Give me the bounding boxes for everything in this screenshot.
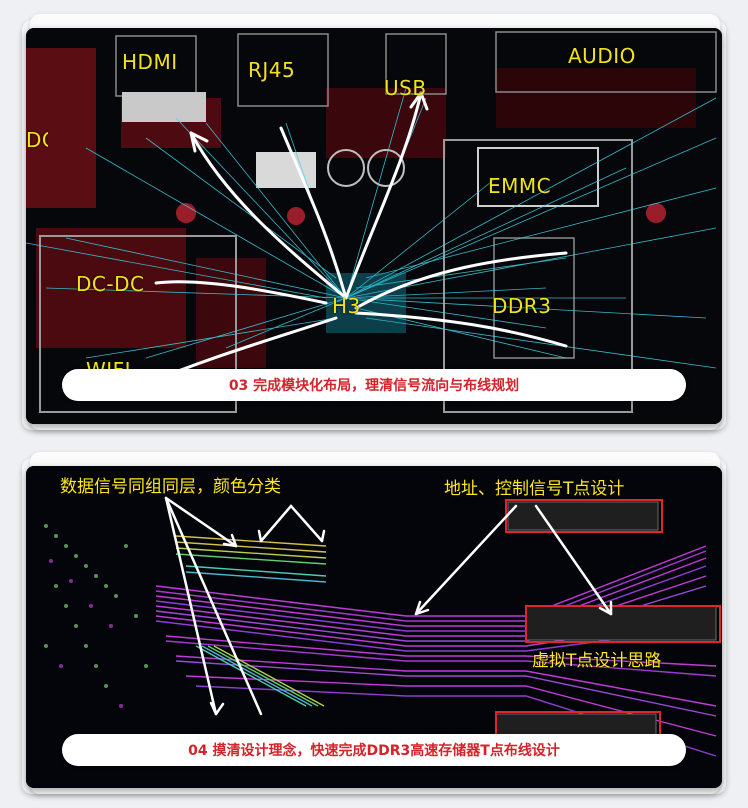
rj45-label: RJ45 — [248, 58, 296, 82]
audio-label: AUDIO — [568, 44, 636, 68]
wifi-label: WIFI — [86, 358, 132, 370]
virtual-t-note: 虚拟T点设计思路 — [532, 651, 662, 671]
hdmi-label: HDMI — [122, 50, 178, 74]
dc-edge-label: DC — [26, 128, 48, 152]
data-signals-note: 数据信号同组同层，颜色分类 — [60, 477, 281, 497]
h3-label: H3 — [332, 294, 361, 318]
step-03-caption: 03 完成模块化布局，理清信号流向与布线规划 — [62, 369, 686, 401]
pcb-layout-image — [26, 28, 722, 424]
dcdc-label: DC-DC — [76, 272, 145, 296]
emmc-label: EMMC — [488, 174, 552, 198]
step-04-caption: 04 摸清设计理念，快速完成DDR3高速存储器T点布线设计 — [62, 734, 686, 766]
addr-ctrl-note: 地址、控制信号T点设计 — [444, 479, 625, 499]
pcb-layout-panel: HDMI RJ45 USB AUDIO EMMC DC-DC H3 DDR3 D… — [26, 28, 722, 424]
usb-label: USB — [384, 76, 427, 100]
ddr3-label: DDR3 — [492, 294, 552, 318]
ddr3-routing-panel: 数据信号同组同层，颜色分类 地址、控制信号T点设计 虚拟T点设计思路 04 摸清… — [26, 466, 722, 788]
